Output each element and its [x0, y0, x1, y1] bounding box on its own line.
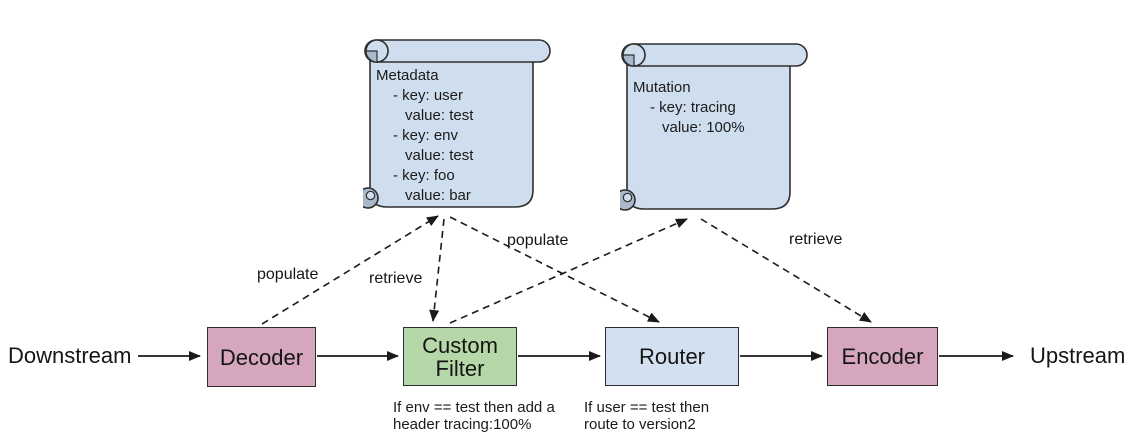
metadata-line: value: test — [405, 147, 474, 164]
populate-edge-label: populate — [257, 266, 319, 283]
dashed-arrow-metadata-to-router — [449, 216, 660, 323]
encoder-node: Encoder — [827, 327, 938, 386]
scroll-shape-icon — [363, 39, 551, 209]
metadata-scroll-note: Metadata - key: user value: test - key: … — [363, 38, 553, 214]
metadata-line: - key: env — [393, 127, 459, 144]
mutation-title: Mutation — [633, 79, 691, 96]
decoder-node: Decoder — [207, 327, 316, 387]
dashed-arrow-retrieve-mutation-to-encoder — [700, 218, 872, 323]
metadata-line: value: test — [405, 107, 474, 124]
encoder-node-label: Encoder — [841, 344, 924, 369]
metadata-line: value: bar — [405, 187, 471, 204]
downstream-label: Downstream — [8, 343, 132, 368]
retrieve-edge-label: retrieve — [789, 231, 843, 248]
scroll-shape-icon — [620, 43, 808, 211]
mutation-scroll-note: Mutation - key: tracing value: 100% — [620, 42, 810, 216]
metadata-line: - key: user — [393, 87, 464, 104]
upstream-label: Upstream — [1030, 343, 1126, 368]
router-node-label: Router — [638, 344, 706, 369]
populate-edge-label: populate — [507, 232, 569, 249]
metadata-title: Metadata — [376, 67, 439, 84]
mutation-line: value: 100% — [662, 119, 745, 136]
dashed-arrow-retrieve-metadata-to-filter — [429, 218, 445, 322]
custom-filter-caption: If env == test then add a header tracing… — [393, 399, 555, 433]
decoder-node-label: Decoder — [219, 344, 304, 370]
mutation-scroll-content: Mutation - key: tracing value: 100% — [633, 78, 792, 138]
router-node: Router — [605, 327, 739, 386]
router-caption: If user == test then route to version2 — [584, 399, 710, 433]
custom-filter-node-label: Custom Filter — [422, 332, 498, 381]
dashed-arrow-populate-decoder-to-metadata — [261, 215, 439, 325]
metadata-line: - key: foo — [393, 167, 455, 184]
retrieve-edge-label: retrieve — [369, 270, 423, 287]
custom-filter-node: Custom Filter — [403, 327, 517, 386]
mutation-line: - key: tracing — [650, 99, 736, 116]
metadata-scroll-content: Metadata - key: user value: test - key: … — [376, 66, 535, 206]
